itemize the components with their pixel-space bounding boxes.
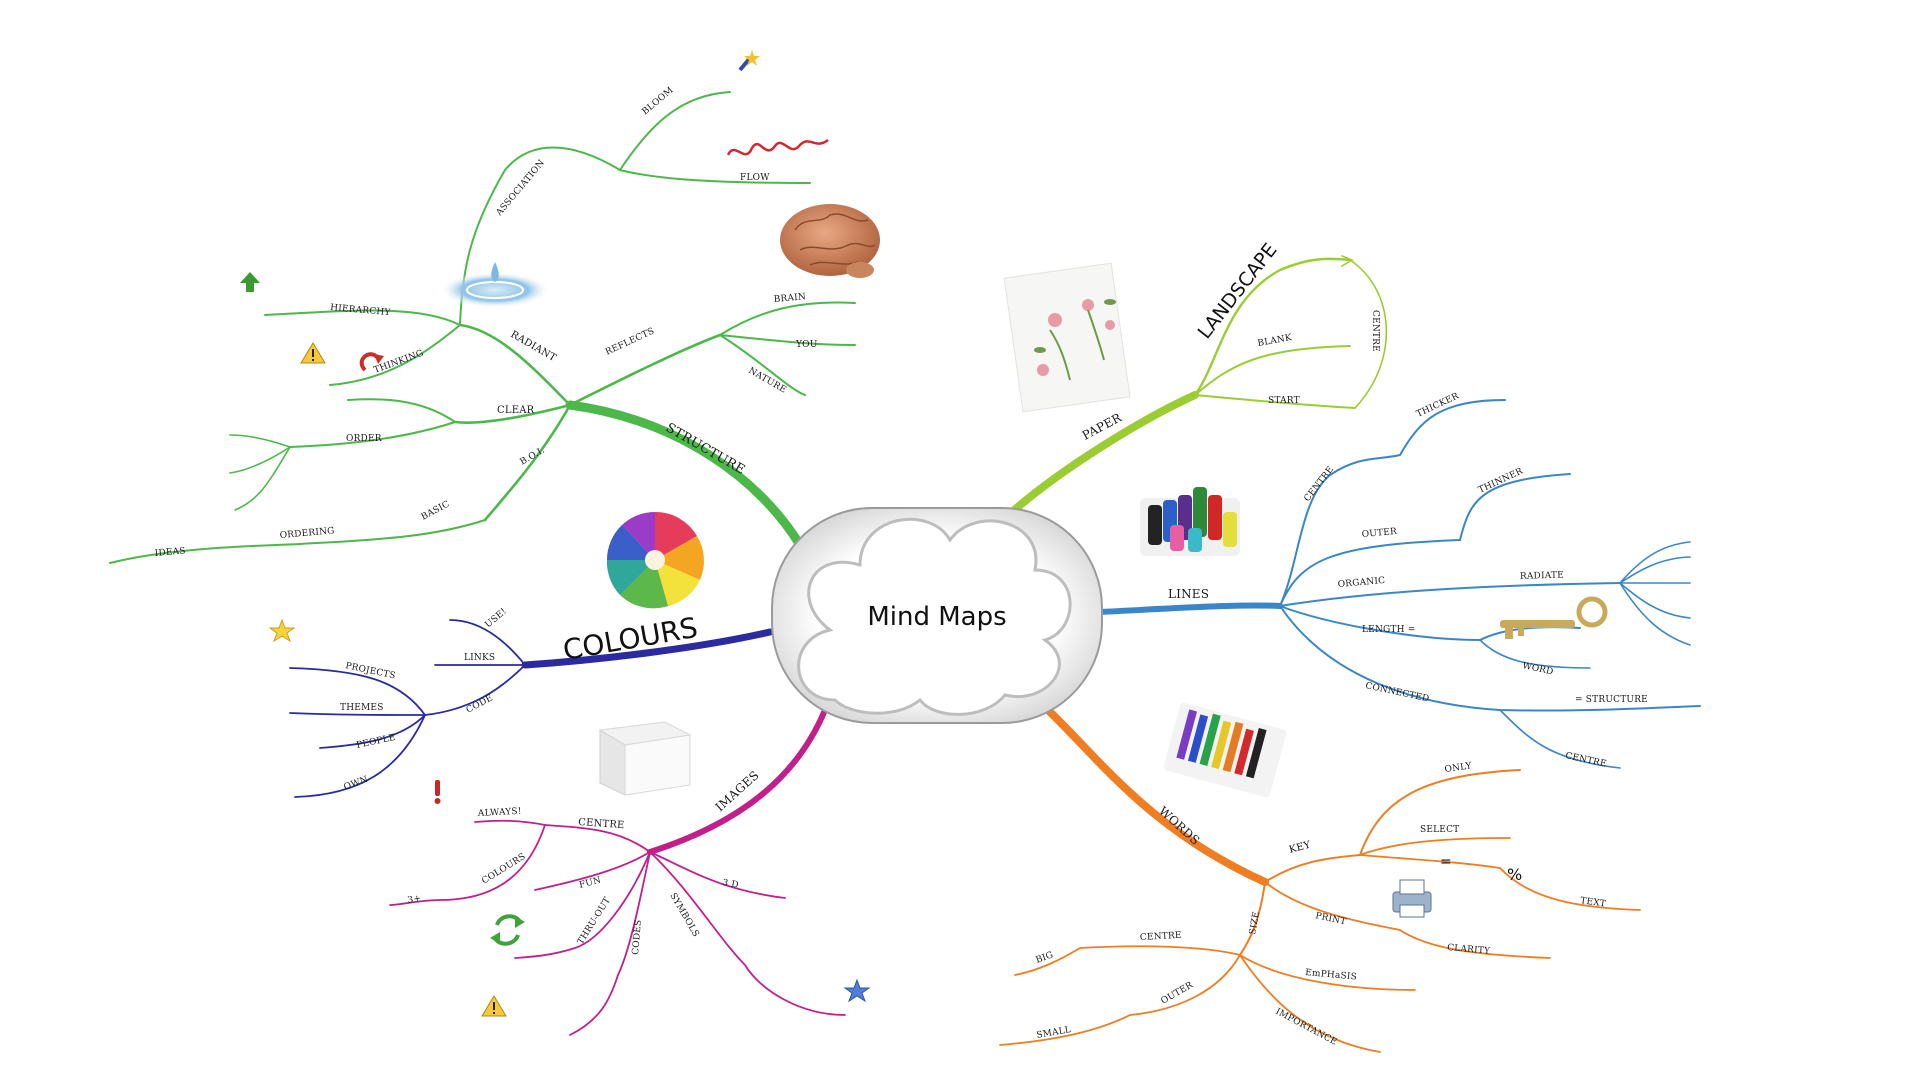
refresh-icon (490, 914, 525, 946)
printer-icon (1392, 879, 1432, 918)
label-radiate: RADIATE (1520, 570, 1564, 582)
label-radiant: RADIANT (509, 329, 559, 364)
label-eq-structure: = STRUCTURE (1575, 695, 1648, 705)
key-icon (1500, 596, 1608, 639)
blue-star-icon (843, 978, 871, 1003)
words-labels: WORDS KEY ONLY SELECT = % TEXT PRINT CLA… (1035, 761, 1607, 1048)
label-key: KEY (1288, 840, 1312, 856)
white-box-icon (598, 721, 692, 796)
magic-wand-icon (738, 50, 760, 72)
label-order: ORDER (346, 434, 382, 444)
label-structure: STRUCTURE (663, 420, 748, 477)
label-words-centre: CENTRE (1140, 931, 1182, 943)
crayons-icon (1140, 487, 1240, 556)
label-three-plus: 3+ (407, 894, 422, 906)
label-themes: THEMES (340, 703, 384, 713)
label-clarity: CLARITY (1447, 943, 1492, 957)
label-lines: LINES (1168, 587, 1209, 601)
branch-structure (109, 91, 856, 564)
label-3d: 3 D (721, 878, 739, 891)
label-images-centre: CENTRE (578, 817, 625, 831)
label-word: WORD (1521, 661, 1554, 677)
label-thinking: THINKING (373, 349, 426, 376)
landscape-labels: PAPER LANDSCAPE BLANK START CENTRE (1080, 239, 1380, 442)
flowers-paper-icon (1003, 262, 1131, 413)
label-basic: BASIC (420, 499, 452, 522)
label-thruout: THRU-OUT (576, 896, 613, 947)
label-symbols: SYMBOLS (667, 892, 700, 939)
label-start: START (1268, 396, 1300, 406)
label-blank: BLANK (1257, 333, 1293, 349)
label-code: CODE (465, 693, 495, 715)
label-people: PEOPLE (356, 733, 397, 751)
label-lines-centre-2: CENTRE (1564, 751, 1607, 769)
branch-words (999, 708, 1641, 1053)
label-words-outer: OUTER (1160, 980, 1196, 1006)
label-landscape-centre: CENTRE (1370, 310, 1380, 352)
label-codes: CODES (631, 919, 644, 955)
undo-arrow-icon (359, 352, 384, 372)
label-images: IMAGES (713, 768, 762, 814)
warning-icon (300, 342, 326, 364)
label-reflects: REFLECTS (604, 326, 656, 357)
images-labels: IMAGES CENTRE ALWAYS! COLOURS 3+ FUN 3 D… (407, 768, 762, 955)
label-landscape: LANDSCAPE (1194, 239, 1282, 343)
label-size: SIZE (1248, 911, 1262, 936)
central-title: Mind Maps (867, 602, 1006, 632)
green-arrow-up-icon (240, 272, 260, 292)
label-only: ONLY (1444, 761, 1473, 775)
label-flow: FLOW (740, 173, 770, 183)
label-print: PRINT (1314, 911, 1347, 927)
label-lines-centre: CENTRE (1302, 465, 1336, 504)
label-connected: CONNECTED (1364, 681, 1430, 704)
label-brain: BRAIN (773, 292, 806, 305)
brain-icon (780, 204, 880, 278)
label-text: TEXT (1580, 896, 1607, 909)
label-equals: = (1440, 854, 1452, 870)
label-hierarchy: HIERARCHY (330, 303, 392, 318)
spiral-ribbon-icon (726, 138, 829, 156)
warning-icon-bottom (481, 995, 507, 1017)
label-boi: B.O.I. (519, 446, 547, 468)
pastels-icon (1163, 702, 1287, 798)
label-links: LINKS (464, 653, 495, 663)
water-drop-icon (440, 262, 550, 308)
lines-labels: LINES CENTRE THICKER OUTER THINNER ORGAN… (1168, 391, 1648, 769)
label-association: ASSOCIATION (494, 158, 547, 218)
star-icon (268, 618, 296, 643)
colour-flower-icon (606, 511, 704, 609)
label-words: WORDS (1156, 804, 1203, 848)
label-select: SELECT (1420, 825, 1459, 835)
label-own: OWN (343, 775, 370, 793)
branch-images (389, 707, 846, 1036)
label-you: YOU (795, 340, 818, 350)
label-length: LENGTH = (1362, 625, 1415, 635)
label-importance: IMPORTANCE (1274, 1007, 1339, 1048)
central-cloud-node[interactable]: Mind Maps (771, 507, 1103, 724)
label-ideas: IDEAS (154, 546, 186, 559)
branch-landscape (1008, 255, 1388, 516)
label-clear: CLEAR (497, 405, 535, 416)
label-use: USE! (484, 607, 509, 631)
label-organic: ORGANIC (1337, 576, 1385, 590)
branch-colours (289, 619, 774, 798)
label-ordering: ORDERING (279, 526, 335, 541)
label-percent: % (1507, 865, 1522, 884)
label-emphasis: EmPHaSIS (1305, 968, 1358, 982)
label-outer: OUTER (1361, 527, 1397, 540)
label-always: ALWAYS! (477, 807, 522, 819)
structure-labels: STRUCTURE REFLECTS BRAIN YOU NATURE RADI… (154, 85, 817, 558)
exclamation-icon (434, 780, 441, 804)
